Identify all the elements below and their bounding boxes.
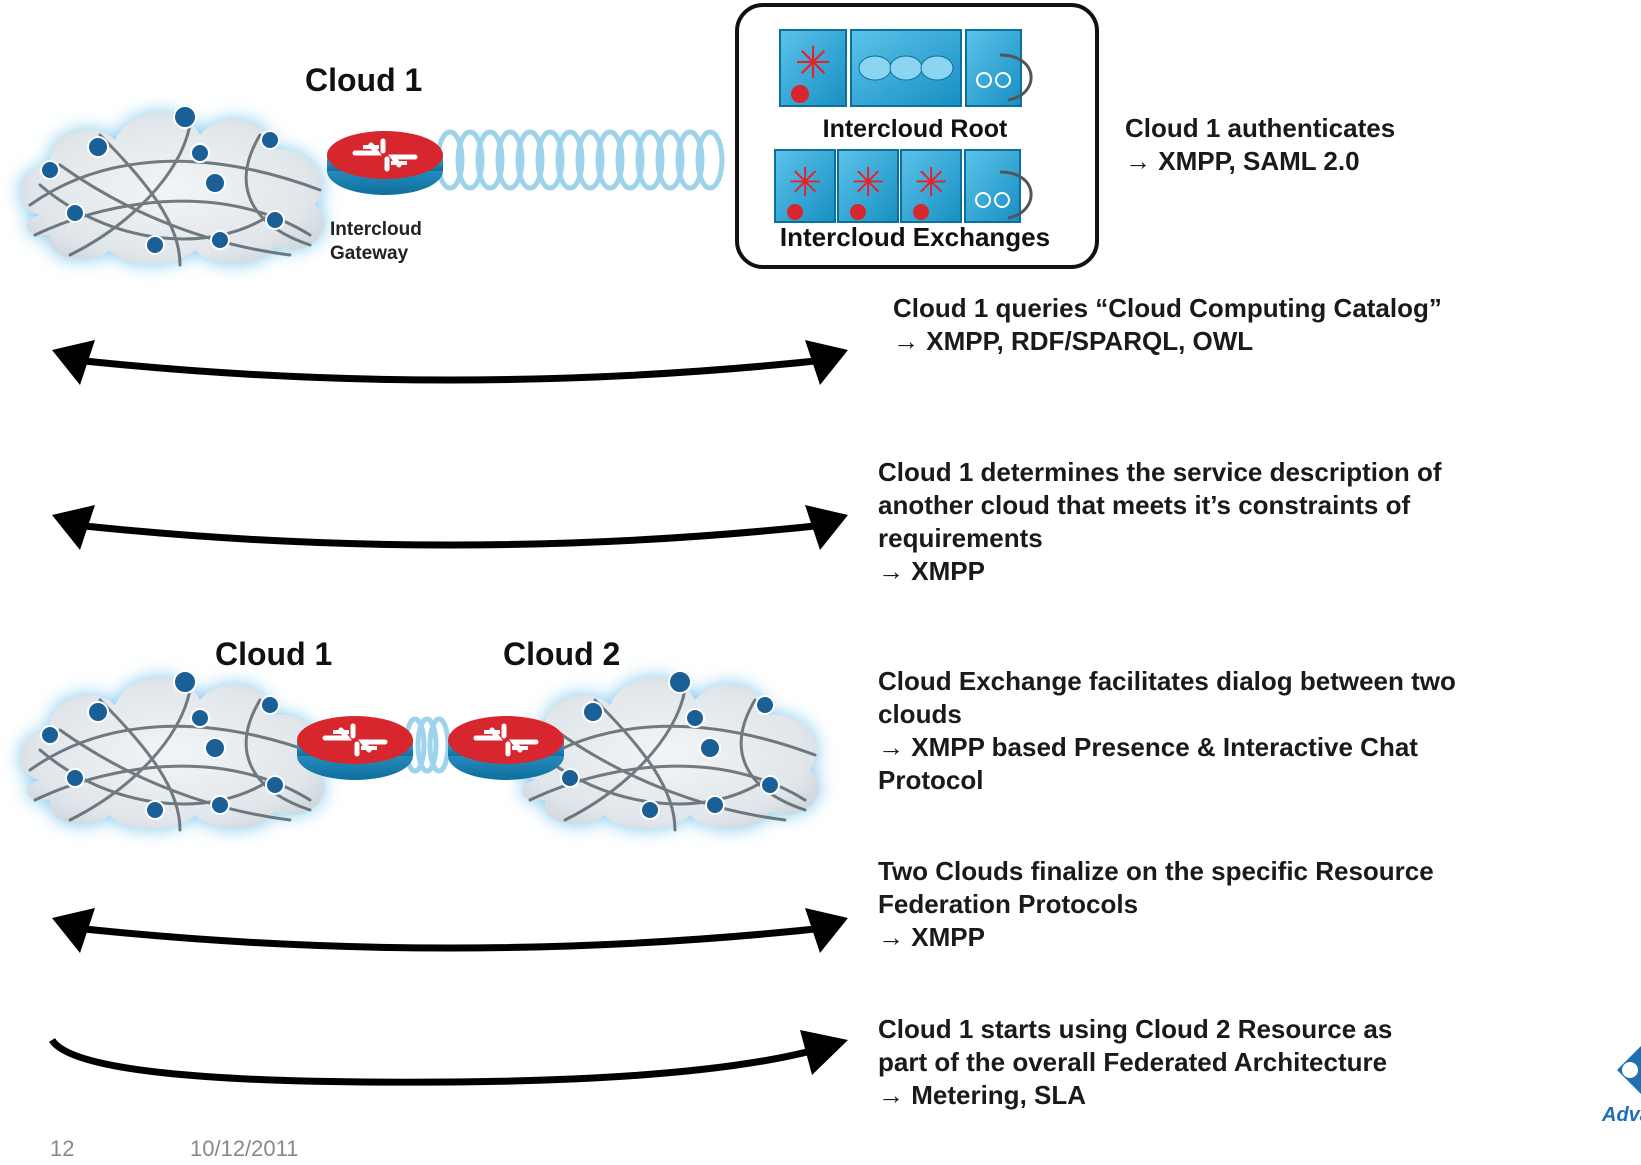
step-line: Two Clouds finalize on the specific Reso… <box>878 856 1434 886</box>
arrows <box>49 356 826 1086</box>
advantage-logo-icon <box>1617 1046 1641 1094</box>
arrow-query <box>74 356 826 384</box>
arrowhead-finalize-left <box>52 908 95 953</box>
footer-date: 10/12/2011 <box>190 1136 299 1161</box>
coil-loop <box>535 129 565 191</box>
coil-loop <box>695 129 725 191</box>
coil-loop <box>615 129 645 191</box>
coil-loop <box>495 129 525 191</box>
svg-text:✳: ✳ <box>788 160 822 206</box>
step-line: clouds <box>878 699 962 729</box>
gateway-label-line1: Intercloud <box>330 219 422 240</box>
arrowhead-start-using-right <box>800 1030 848 1075</box>
step-line: → XMPP, RDF/SPARQL, OWL <box>893 326 1254 356</box>
intercloud-exchanges-label: Intercloud Exchanges <box>779 222 1051 252</box>
step-line: another cloud that meets it’s constraint… <box>878 490 1411 520</box>
step-line: Cloud 1 authenticates <box>1125 113 1396 143</box>
step-line: → XMPP <box>878 556 985 586</box>
cloud-1-gateway-router-icon <box>297 716 413 780</box>
coil-loop <box>595 129 625 191</box>
step-line: Cloud 1 starts using Cloud 2 Resource as <box>878 1014 1393 1044</box>
step-line: → XMPP <box>878 922 985 952</box>
step-line: part of the overall Federated Architectu… <box>878 1047 1388 1077</box>
arrow-finalize <box>74 924 826 952</box>
cloud-1-bottom-label: Cloud 1 <box>215 636 333 672</box>
logo-text: Adva <box>1602 1104 1641 1126</box>
step-start-using: Cloud 1 starts using Cloud 2 Resource as… <box>878 1013 1392 1112</box>
svg-text:✳: ✳ <box>851 160 885 206</box>
step-line: Cloud Exchange facilitates dialog betwee… <box>878 666 1456 696</box>
cloud-2-gateway-router-icon <box>448 716 564 780</box>
page-number: 12 <box>50 1136 75 1161</box>
intercloud-root-devices-icon: ✳ <box>779 29 1033 107</box>
svg-text:✳: ✳ <box>795 38 832 89</box>
step-line: Cloud 1 determines the service descripti… <box>878 457 1442 487</box>
cloud-1-top-label: Cloud 1 <box>305 62 423 98</box>
intercloud-gateway-router-icon <box>327 131 443 195</box>
step-authenticate: Cloud 1 authenticates → XMPP, SAML 2.0 <box>1125 112 1395 178</box>
coil-loop <box>555 129 585 191</box>
intercloud-root-label: Intercloud Root <box>822 115 1008 143</box>
coil-loop <box>415 716 439 774</box>
coil-loop <box>427 716 451 774</box>
step-line: → XMPP based Presence & Interactive Chat <box>878 732 1418 762</box>
coil-loop <box>655 129 685 191</box>
step-line: → Metering, SLA <box>878 1080 1087 1110</box>
step-exchange-dialog: Cloud Exchange facilitates dialog betwee… <box>878 665 1456 797</box>
arrow-determine <box>74 521 826 549</box>
arrowhead-query-right <box>805 340 848 385</box>
step-line: Federation Protocols <box>878 889 1139 919</box>
coil-loop <box>575 129 605 191</box>
step-determine-service: Cloud 1 determines the service descripti… <box>878 456 1441 588</box>
arrowhead-finalize-right <box>805 908 848 953</box>
cloud-1-top-icon <box>20 105 325 267</box>
coil-loop <box>675 129 705 191</box>
svg-text:✳: ✳ <box>914 160 948 206</box>
coil-link-top <box>435 129 725 191</box>
step-line: Protocol <box>878 765 984 795</box>
step-line: requirements <box>878 523 1043 553</box>
coil-loop <box>475 129 505 191</box>
arrow-start-using <box>49 1037 816 1086</box>
arrowhead-determine-right <box>805 505 848 550</box>
cloud-1-bottom-icon <box>20 670 325 832</box>
step-line: → XMPP, SAML 2.0 <box>1125 146 1360 176</box>
intercloud-exchanges-devices-icon: ✳ ✳ ✳ <box>774 149 1033 223</box>
gateway-label-line2: Gateway <box>330 243 409 264</box>
cloud-2-bottom-label: Cloud 2 <box>503 636 621 672</box>
intercloud-gateway-label: Intercloud Gateway <box>330 218 422 266</box>
arrowhead-query-left <box>52 340 95 385</box>
step-query-catalog: Cloud 1 queries “Cloud Computing Catalog… <box>893 292 1442 358</box>
coil-loop <box>455 129 485 191</box>
step-line: Cloud 1 queries “Cloud Computing Catalog… <box>893 293 1442 323</box>
arrowhead-determine-left <box>52 505 95 550</box>
coil-loop <box>515 129 545 191</box>
step-finalize-protocols: Two Clouds finalize on the specific Reso… <box>878 855 1434 954</box>
coil-loop <box>635 129 665 191</box>
